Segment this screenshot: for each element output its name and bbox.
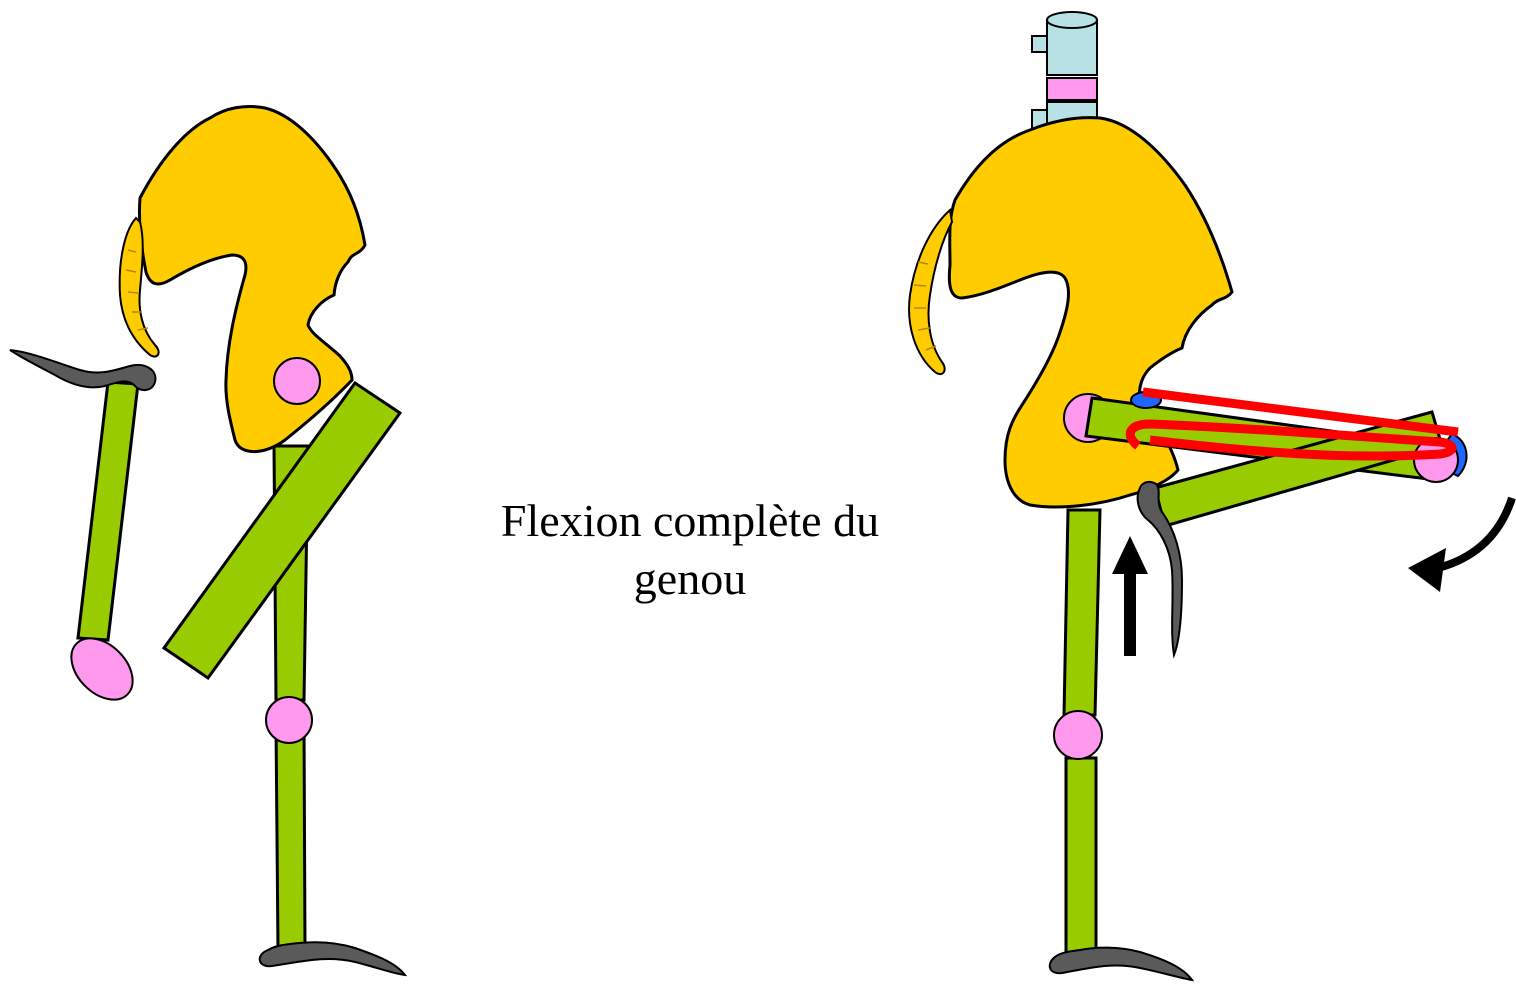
left-figure — [10, 106, 405, 975]
spine-column — [1032, 12, 1097, 128]
caption-line-1: Flexion complète du — [430, 492, 950, 550]
left-hip-joint — [274, 358, 320, 404]
left-hanging-foot — [10, 350, 155, 390]
left-pelvis — [139, 106, 365, 451]
upward-arrow-icon — [1112, 536, 1148, 656]
left-standing-shank — [276, 724, 305, 950]
right-standing-thigh — [1064, 510, 1100, 715]
right-standing-shank — [1066, 758, 1096, 955]
left-standing-foot — [260, 942, 405, 975]
right-standing-foot — [1050, 948, 1192, 980]
caption-line-2: genou — [430, 550, 950, 608]
rotation-arrow-icon — [1408, 498, 1512, 592]
caption: Flexion complète du genou — [430, 492, 950, 608]
right-pubic-flap — [909, 210, 952, 374]
right-knee-joint — [1054, 711, 1102, 759]
right-figure — [909, 12, 1512, 980]
left-hanging-shank — [78, 382, 138, 640]
left-knee-joint — [266, 697, 312, 743]
